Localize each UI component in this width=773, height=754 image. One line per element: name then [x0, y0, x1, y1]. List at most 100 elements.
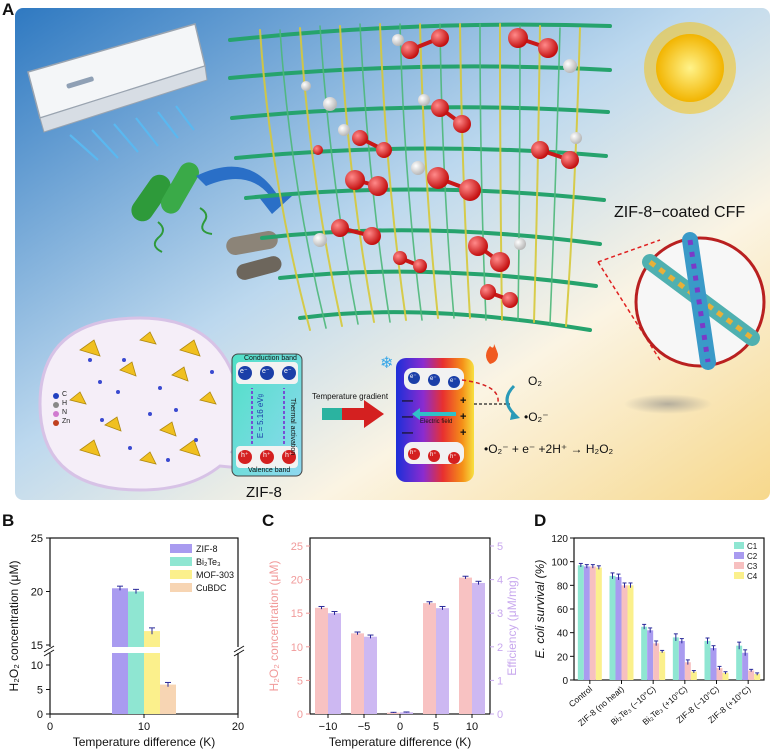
chart-d-legend-swatch	[734, 572, 744, 579]
chart-b-ytick-label: 0	[37, 709, 43, 721]
device-hole-3: h⁺	[450, 454, 457, 460]
chart-c-ytick-left-label: 15	[291, 608, 303, 620]
thermoelectric-device: ——— +++ ❄	[380, 344, 520, 482]
chart-c-ytick-right-label: 1	[497, 675, 503, 687]
chart-d-bar	[589, 566, 596, 680]
chart-d-frame	[573, 537, 765, 681]
temperature-gradient-arrow	[322, 400, 384, 428]
chart-d-letter: D	[534, 511, 546, 530]
chart-b-xtick-label: 0	[47, 721, 53, 733]
chart-d-ytick-label: 60	[557, 605, 569, 616]
atom-legend: C H N Zn	[62, 390, 70, 426]
chart-d-bar	[621, 585, 628, 680]
band-electron-1: e⁻	[240, 368, 248, 375]
chart-d-bar	[684, 662, 691, 680]
reaction-equation: •O₂⁻ + e⁻ +2H⁺ → H₂O₂	[484, 442, 614, 456]
chart-d-bar	[754, 674, 761, 680]
chart-b-ytick-label: 5	[37, 685, 43, 697]
chart-c-bar	[351, 633, 364, 714]
zif8-structure-bubble	[38, 316, 261, 492]
chart-b-ytick-label: 10	[31, 660, 43, 672]
panel-a-letter: A	[2, 0, 15, 19]
svg-text:—: —	[402, 411, 413, 423]
chart-d-ytick-label: 0	[562, 676, 568, 687]
band-electron-3: e⁻	[284, 368, 292, 375]
chart-c-ytick-right-label: 2	[497, 642, 503, 654]
chart-c-ylabel-right: Efficiency (μM/mg)	[505, 576, 519, 675]
svg-text:+: +	[460, 395, 466, 407]
chart-d-ylabel: E. coli survival (%)	[533, 560, 547, 659]
svg-text:—: —	[402, 427, 413, 439]
chart-d-ytick-label: 40	[557, 629, 569, 640]
sun-icon	[644, 22, 736, 114]
band-electron-2: e⁻	[262, 368, 270, 375]
temperature-gradient-label: Temperature gradient	[312, 392, 389, 401]
chart-d-bar	[690, 671, 697, 680]
chart-d-bar	[647, 630, 654, 680]
chart-d-legend-swatch	[734, 552, 744, 559]
chart-b-legend-swatch	[170, 583, 192, 592]
band-gap-sub: g	[258, 394, 264, 398]
band-gap-value: E = 5.16 eV	[256, 397, 265, 439]
chart-c-xtick-label: 5	[433, 721, 439, 733]
chart-d-bar	[641, 626, 648, 680]
chart-d-legend-swatch	[734, 562, 744, 569]
chart-c-bar	[436, 608, 449, 714]
chart-b-letter: B	[2, 511, 14, 530]
chart-d-bar	[659, 651, 666, 680]
chart-b-xlabel: Temperature difference (K)	[73, 735, 216, 749]
chart-d-bar	[672, 637, 679, 680]
chart-b-break-mark	[43, 649, 55, 657]
chart-b-legend-label: ZIF-8	[196, 544, 218, 554]
inset-shadow	[624, 394, 712, 414]
chart-c-bar	[400, 712, 413, 714]
chart-c-xtick-label: 0	[397, 721, 403, 733]
band-diagram	[231, 353, 303, 477]
chart-c-bar	[423, 603, 436, 714]
conduction-band-label: Conduction band	[244, 355, 297, 362]
chart-b-bar	[144, 631, 160, 714]
chart-d-bar	[716, 668, 723, 680]
chart-d-bar	[627, 585, 634, 680]
cff-inset	[597, 232, 766, 370]
chart-d-ytick-label: 80	[557, 581, 569, 592]
chart-b-xtick-label: 10	[138, 721, 150, 733]
chart-c-bar	[315, 607, 328, 714]
chart-d-legend-swatch	[734, 542, 744, 549]
chart-d-ytick-label: 20	[557, 652, 569, 663]
chart-c-ytick-left-label: 0	[297, 709, 303, 721]
chart-d-ytick-label: 120	[551, 534, 568, 545]
band-hole-2: h⁺	[263, 452, 271, 459]
band-gap-label: E = 5.16 eVg	[256, 394, 265, 438]
thermal-activation-label: Thermal activation	[289, 398, 296, 456]
superoxide-label: •O₂⁻	[524, 410, 549, 424]
chart-c-ytick-left-label: 5	[297, 675, 303, 687]
chart-b-break-mark	[233, 649, 245, 657]
fabric-mesh	[228, 22, 612, 332]
o2-label: O₂	[528, 374, 542, 388]
chart-d-legend-label: C3	[747, 562, 758, 571]
chart-b-ytick-label: 15	[31, 640, 43, 652]
chart-b-legend-swatch	[170, 570, 192, 579]
chart-c-ytick-left-label: 20	[291, 575, 303, 587]
chart-c-ytick-left-label: 10	[291, 642, 303, 654]
chart-c-xtick-label: 10	[466, 721, 478, 733]
chart-b-xtick-label: 20	[232, 721, 244, 733]
inset-label: ZIF-8−coated CFF	[614, 204, 746, 221]
chart-c-xtick-label: −10	[319, 721, 338, 733]
chart-c-bar	[328, 613, 341, 714]
chart-d-bar	[615, 577, 622, 680]
chart-b-break-gap	[48, 647, 240, 653]
svg-text:❄: ❄	[380, 355, 393, 372]
chart-b-ytick-label: 20	[31, 587, 43, 599]
chart-d-bar	[577, 565, 584, 680]
chart-d-legend-label: C2	[747, 552, 758, 561]
band-hole-1: h⁺	[241, 452, 249, 459]
chart-b-legend-swatch	[170, 557, 192, 566]
chart-b-ylabel: H₂O₂ concentration (μM)	[7, 561, 21, 692]
device-hole-1: h⁺	[410, 450, 417, 456]
